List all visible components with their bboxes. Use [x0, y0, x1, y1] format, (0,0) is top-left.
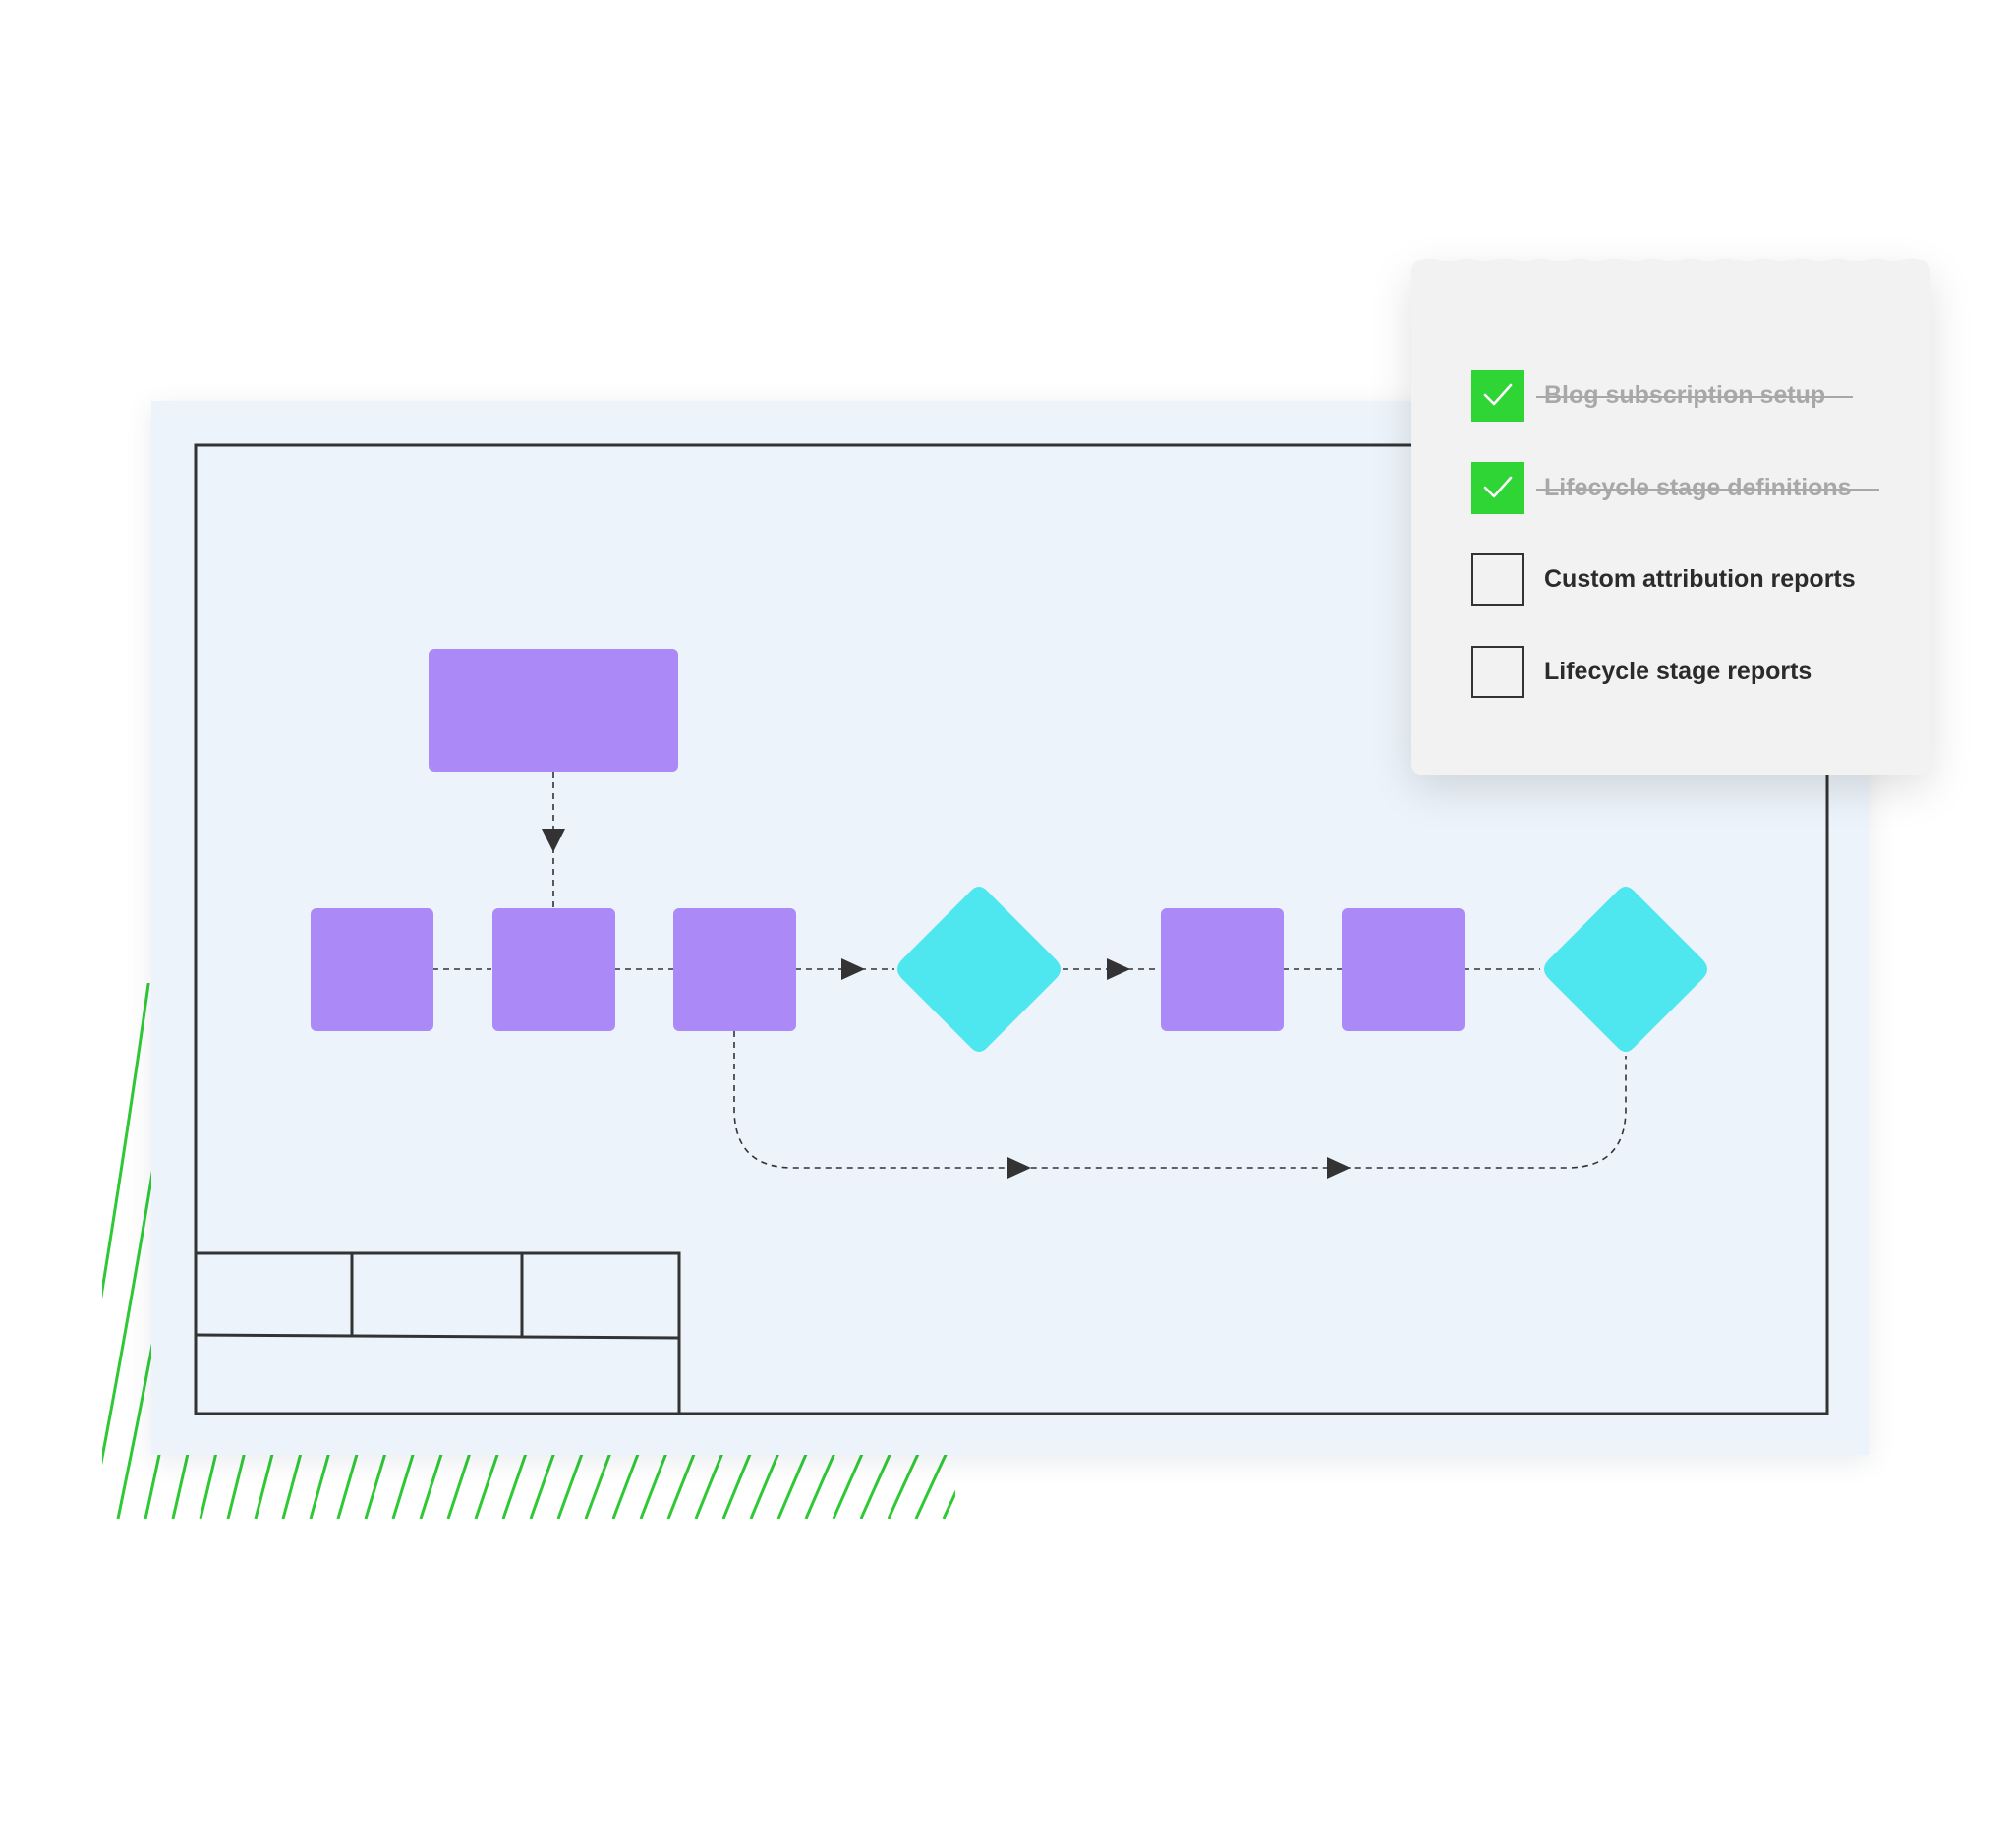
arrowheads [542, 829, 1351, 1179]
checkmark-icon [1483, 476, 1512, 498]
decision-nodes [897, 887, 1707, 1052]
process-node-top [429, 649, 678, 772]
checkbox[interactable] [1471, 369, 1524, 422]
process-node-3 [673, 908, 796, 1031]
checklist-item-label: Lifecycle stage definitions [1536, 473, 1879, 501]
checklist-item-label: Blog subscription setup [1535, 380, 1854, 409]
process-node-2 [492, 908, 615, 1031]
checklist-item-blog-subscription[interactable]: Blog subscription setup [1471, 368, 1854, 423]
arrowhead-loop-2 [1327, 1157, 1351, 1179]
checkbox[interactable] [1471, 552, 1524, 606]
decision-node-2 [1544, 887, 1707, 1052]
connector-loop-back [733, 1031, 1627, 1169]
title-block [194, 1251, 681, 1415]
arrowhead-right-2 [1107, 958, 1130, 980]
torn-edge-shape [1411, 258, 1930, 269]
checkbox[interactable] [1471, 461, 1524, 514]
checklist-item-lifecycle-reports[interactable]: Lifecycle stage reports [1471, 644, 1812, 699]
decision-node-1 [897, 887, 1061, 1052]
torn-edge [1411, 258, 1930, 269]
checklist-item-lifecycle-definitions[interactable]: Lifecycle stage definitions [1471, 460, 1879, 515]
process-node-1 [311, 908, 433, 1031]
arrowhead-down [542, 829, 565, 852]
checklist-item-custom-attribution[interactable]: Custom attribution reports [1471, 551, 1856, 606]
checklist-card: Blog subscription setup Lifecycle stage … [1411, 258, 1930, 775]
title-block-outline [194, 1251, 681, 1415]
arrowhead-right-1 [841, 958, 865, 980]
arrowhead-loop-1 [1007, 1157, 1031, 1179]
checkmark-icon [1483, 383, 1512, 406]
checklist-item-label: Custom attribution reports [1544, 564, 1856, 593]
checkbox[interactable] [1471, 645, 1524, 698]
process-nodes [311, 649, 1465, 1031]
title-block-divider [195, 1333, 680, 1340]
process-node-4 [1161, 908, 1284, 1031]
checklist-item-label: Lifecycle stage reports [1544, 657, 1812, 685]
process-node-5 [1342, 908, 1465, 1031]
drawing-frame [194, 443, 1829, 1415]
